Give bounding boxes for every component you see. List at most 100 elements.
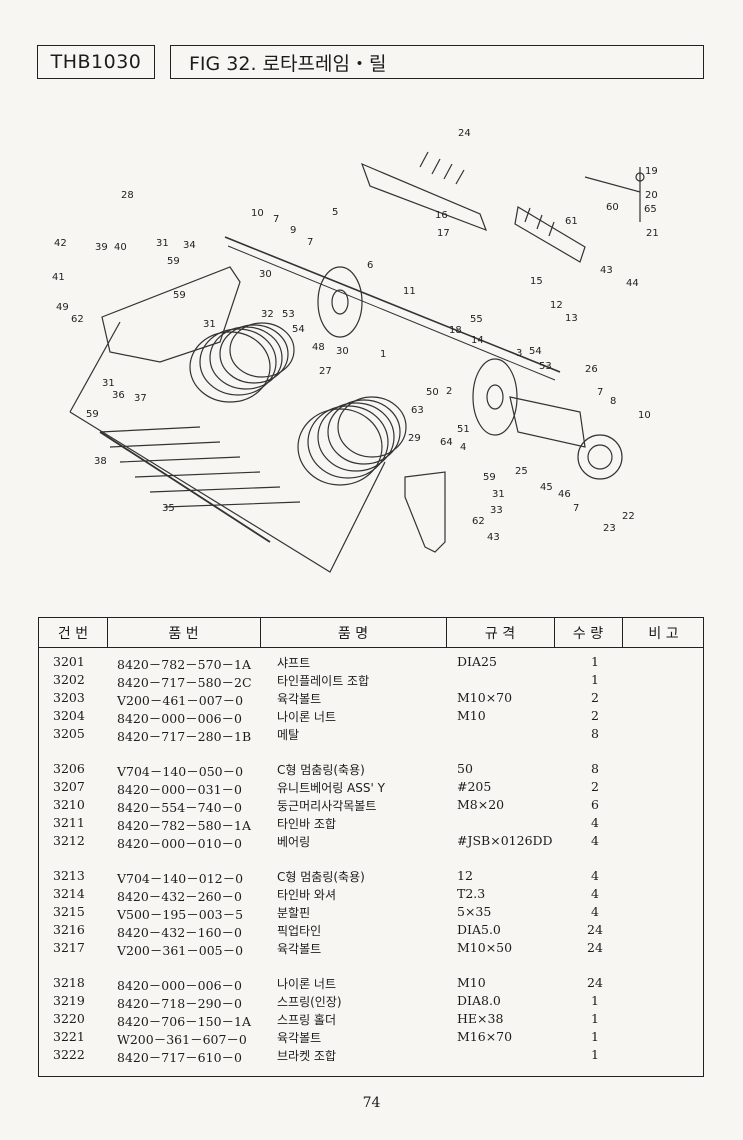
diagram-callout: 38 (94, 456, 107, 467)
diagram-callout: 50 (426, 387, 439, 398)
diagram-callout: 13 (565, 313, 578, 324)
part-number: 8420－717－280－1B (117, 729, 252, 744)
part-quantity: 8 (591, 726, 599, 741)
part-spec: DIA5.0 (457, 922, 501, 937)
diagram-callout: 54 (529, 346, 542, 357)
diagram-callout: 43 (600, 265, 613, 276)
diagram-callout: 31 (492, 489, 505, 500)
diagram-callout: 53 (539, 361, 552, 372)
diagram-callout: 59 (86, 409, 99, 420)
diagram-callout: 26 (585, 364, 598, 375)
diagram-callout: 7 (273, 214, 279, 225)
part-quantity: 2 (591, 708, 599, 723)
diagram-callout: 60 (606, 202, 619, 213)
diagram-callout: 54 (292, 324, 305, 335)
part-quantity: 4 (591, 833, 599, 848)
part-number: 8420－000－031－0 (117, 782, 242, 797)
part-spec: M10 (457, 708, 486, 723)
part-quantity: 2 (591, 690, 599, 705)
item-number: 3205 (53, 726, 85, 741)
part-name: 육각볼트 (277, 1031, 322, 1045)
item-number: 3213 (53, 868, 85, 883)
part-quantity: 1 (591, 993, 599, 1008)
item-number: 3204 (53, 708, 85, 723)
diagram-callout: 46 (558, 489, 571, 500)
diagram-callout: 17 (437, 228, 450, 239)
part-name: 브라켓 조합 (277, 1049, 337, 1063)
part-quantity: 24 (587, 922, 603, 937)
part-number: 8420－718－290－0 (117, 996, 242, 1011)
diagram-callout: 10 (251, 208, 264, 219)
part-name: 타인플레이트 조합 (277, 674, 370, 688)
diagram-callout: 20 (645, 190, 658, 201)
diagram-callout: 42 (54, 238, 67, 249)
diagram-callout: 51 (457, 424, 470, 435)
part-number: 8420－782－580－1A (117, 818, 252, 833)
part-number: 8420－782－570－1A (117, 657, 252, 672)
diagram-callout: 7 (307, 237, 313, 248)
header-part-name: 품 명 (337, 626, 369, 642)
diagram-callout: 6 (367, 260, 373, 271)
item-number: 3221 (53, 1029, 85, 1044)
diagram-callout: 33 (490, 505, 503, 516)
diagram-callout: 62 (71, 314, 84, 325)
part-number: W200－361－607－0 (117, 1032, 247, 1047)
part-number: 8420－000－006－0 (117, 978, 242, 993)
part-spec: 50 (457, 761, 473, 776)
header-qty: 수 량 (572, 626, 604, 642)
diagram-callout: 41 (52, 272, 65, 283)
part-spec: M8×20 (457, 797, 505, 812)
part-number: V500－195－003－5 (117, 907, 244, 922)
diagram-callout: 32 (261, 309, 274, 320)
diagram-callout: 64 (440, 437, 453, 448)
part-name: 픽업타인 (277, 924, 322, 938)
part-name: 스프링(인장) (277, 995, 342, 1009)
diagram-callout: 59 (173, 290, 186, 301)
diagram-callout: 55 (470, 314, 483, 325)
part-name: 타인바 와셔 (277, 888, 337, 902)
diagram-callout: 21 (646, 228, 659, 239)
part-name: 둥근머리사각목볼트 (277, 799, 377, 813)
part-number: V200－461－007－0 (117, 693, 244, 708)
diagram-callout: 35 (162, 503, 175, 514)
part-spec: HE×38 (457, 1011, 504, 1026)
part-name: 타인바 조합 (277, 817, 337, 831)
diagram-callout: 36 (112, 390, 125, 401)
part-name: C형 멈춤링(축용) (277, 870, 365, 884)
part-spec: DIA25 (457, 654, 497, 669)
diagram-callout: 9 (290, 225, 296, 236)
diagram-callout: 61 (565, 216, 578, 227)
diagram-callout: 27 (319, 366, 332, 377)
header-item-no: 건 번 (57, 626, 89, 642)
part-spec: 5×35 (457, 904, 492, 919)
diagram-callout: 45 (540, 482, 553, 493)
diagram-callout: 43 (487, 532, 500, 543)
part-quantity: 2 (591, 779, 599, 794)
page-number: 74 (362, 1095, 381, 1111)
part-number: V200－361－005－0 (117, 943, 244, 958)
diagram-callout: 53 (282, 309, 295, 320)
diagram-callout: 37 (134, 393, 147, 404)
part-number: V704－140－012－0 (117, 871, 244, 886)
item-number: 3203 (53, 690, 85, 705)
part-name: C형 멈춤링(축용) (277, 763, 365, 777)
part-quantity: 1 (591, 1011, 599, 1026)
part-name: 샤프트 (277, 656, 311, 670)
part-number: 8420－706－150－1A (117, 1014, 252, 1029)
part-quantity: 4 (591, 868, 599, 883)
item-number: 3215 (53, 904, 85, 919)
part-quantity: 24 (587, 975, 603, 990)
part-name: 베어링 (277, 835, 311, 849)
